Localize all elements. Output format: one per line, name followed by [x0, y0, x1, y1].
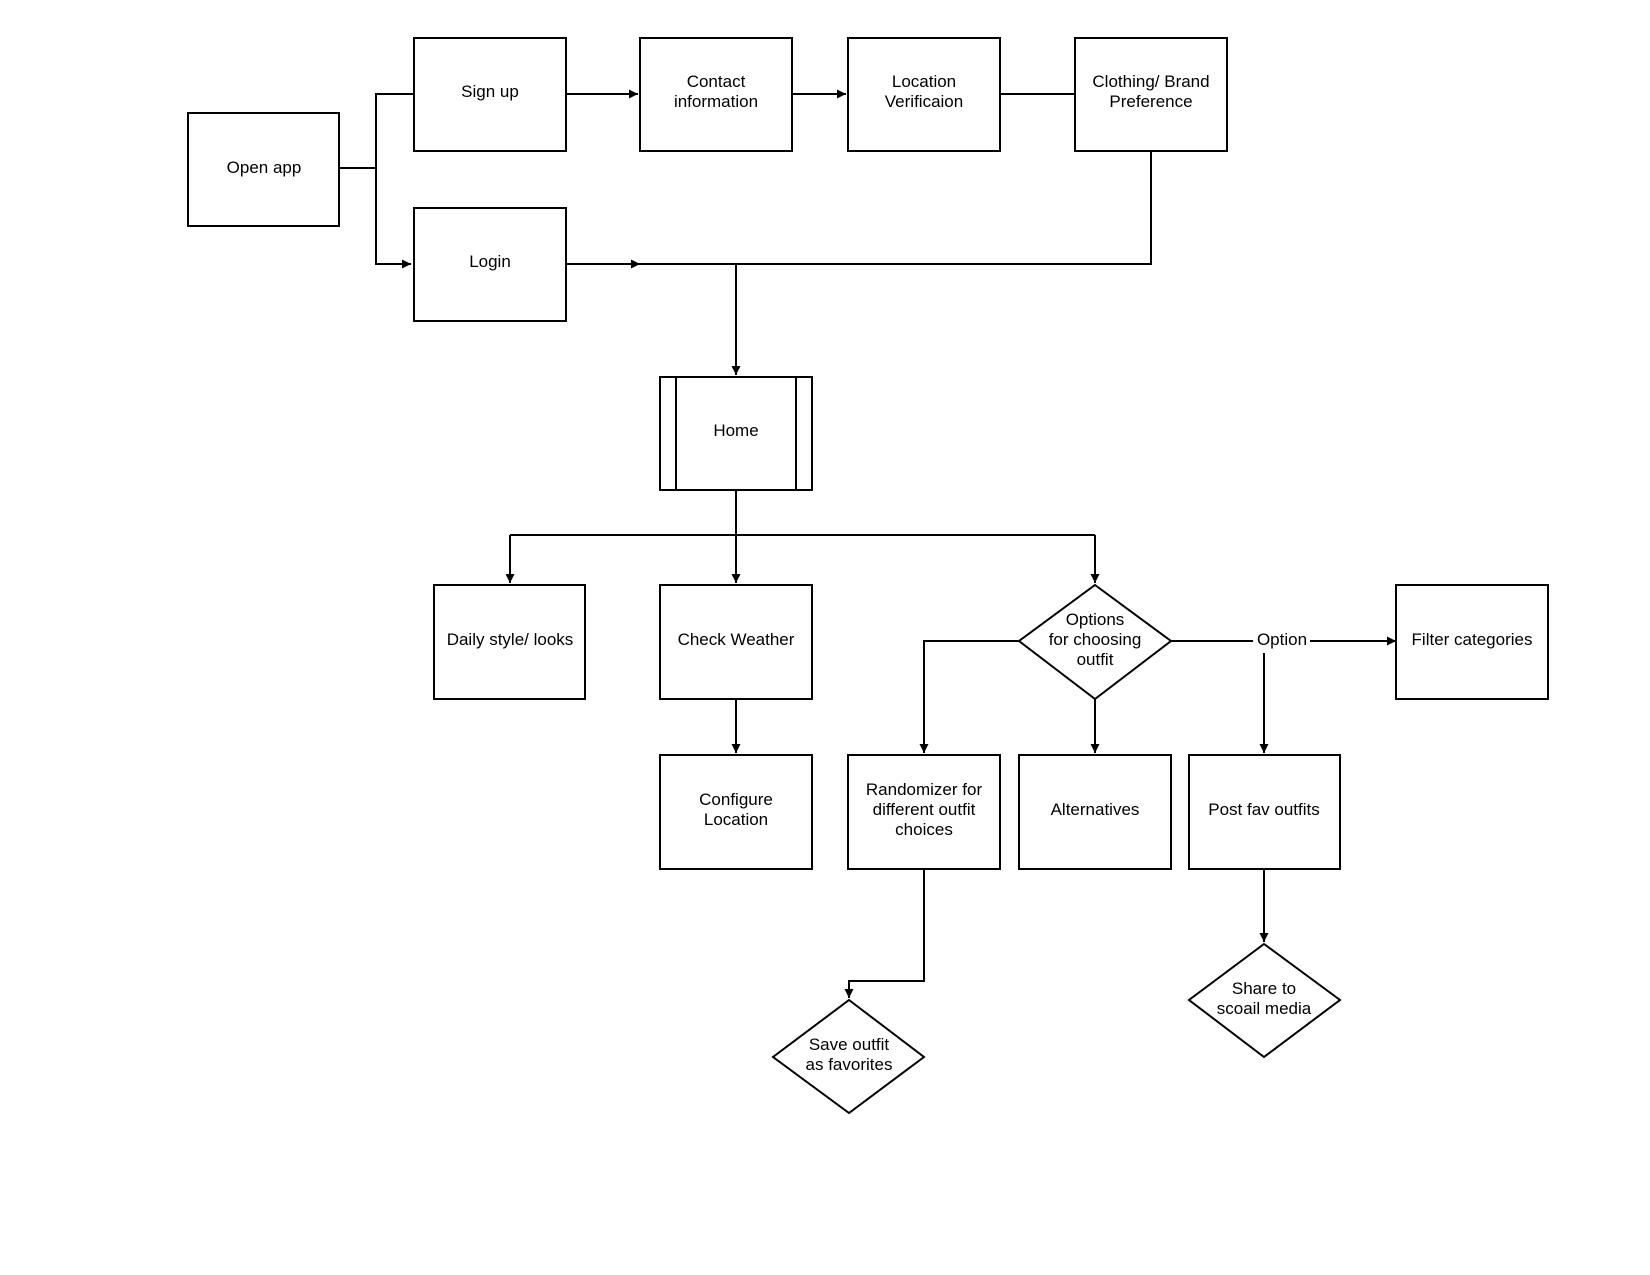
node-post-fav-outfits-label: Post fav outfits [1208, 800, 1320, 819]
label-line: choices [895, 820, 953, 839]
label-line: Verificaion [885, 92, 963, 111]
label-line: Login [469, 252, 511, 271]
label-line: Preference [1109, 92, 1192, 111]
label-line: Options [1066, 610, 1125, 629]
label-line: Contact [687, 72, 746, 91]
connectors: Option [339, 89, 1396, 998]
node-check-weather[interactable]: Check Weather [659, 584, 813, 700]
node-filter-categories-label: Filter categories [1412, 630, 1533, 649]
label-line: outfit [1077, 650, 1114, 669]
label-line: Save outfit [809, 1035, 890, 1054]
node-check-weather-label: Check Weather [678, 630, 795, 649]
node-alternatives[interactable]: Alternatives [1018, 754, 1172, 870]
label-line: information [674, 92, 758, 111]
edge-open-app-to-sign-up [339, 93, 414, 169]
node-login-label: Login [469, 252, 511, 271]
label-line: Filter categories [1412, 630, 1533, 649]
label-line: Alternatives [1051, 800, 1140, 819]
node-daily-style-looks[interactable]: Daily style/ looks [433, 584, 586, 700]
edge-open-app-to-login [375, 168, 411, 269]
label-line: for choosing [1049, 630, 1142, 649]
node-home-label: Home [713, 421, 758, 440]
label-line: Configure [699, 790, 773, 809]
label-line: Clothing/ Brand [1092, 72, 1209, 91]
label-line: Daily style/ looks [447, 630, 574, 649]
label-line: Home [713, 421, 758, 440]
label-line: Check Weather [678, 630, 795, 649]
node-filter-categories[interactable]: Filter categories [1395, 584, 1549, 700]
edge-options-to-randomizer [919, 640, 1019, 753]
label-line: as favorites [806, 1055, 893, 1074]
label-line: Open app [227, 158, 302, 177]
node-daily-style-looks-label: Daily style/ looks [447, 630, 574, 649]
label-line: Post fav outfits [1208, 800, 1320, 819]
edge-randomizer-to-save-favorites [844, 869, 925, 998]
node-home[interactable]: Home [659, 376, 813, 491]
label-line: scoail media [1217, 999, 1312, 1018]
label-line: Location [892, 72, 956, 91]
node-post-fav-outfits[interactable]: Post fav outfits [1188, 754, 1341, 870]
node-login[interactable]: Login [413, 207, 567, 322]
label-line: Location [704, 810, 768, 829]
label-line: Randomizer for [866, 780, 983, 799]
node-sign-up-label: Sign up [461, 82, 519, 101]
option-edge-label: Option [1257, 630, 1307, 649]
label-line: different outfit [873, 800, 976, 819]
node-sign-up[interactable]: Sign up [413, 37, 567, 152]
edge-preference-to-home-join [736, 151, 1152, 265]
node-alternatives-label: Alternatives [1051, 800, 1140, 819]
label-line: Share to [1232, 979, 1296, 998]
node-open-app-label: Open app [227, 158, 302, 177]
option-edge-label-background [1253, 629, 1310, 653]
label-line: Sign up [461, 82, 519, 101]
node-open-app[interactable]: Open app [187, 112, 340, 227]
label-line: Option [1257, 630, 1307, 649]
